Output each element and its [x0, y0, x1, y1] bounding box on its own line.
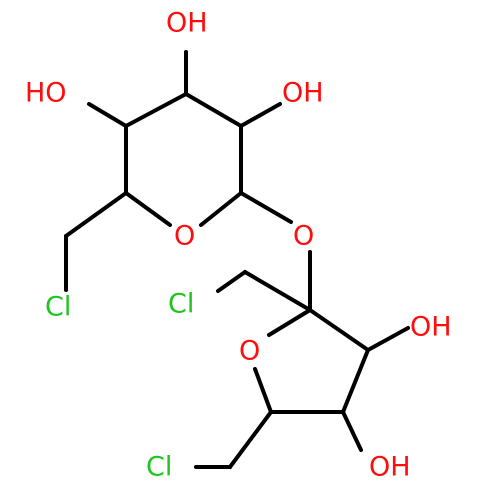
- ring-oxygen-label-lower: O: [239, 336, 260, 367]
- bond-c-top-c-right: [184, 92, 243, 128]
- bond-ring-o-quaternary-c: [267, 308, 312, 337]
- hydroxyl-label-top: OH: [166, 8, 208, 39]
- bond-c3-c4: [341, 348, 370, 414]
- hydroxyl-label-left: HO: [25, 78, 67, 109]
- bond-quaternary-c-c3: [308, 308, 370, 352]
- bond-c5-ch2: [228, 410, 273, 469]
- ring-oxygen-label-upper: O: [174, 221, 195, 252]
- bond-c-left-ho: [87, 102, 128, 128]
- bond-quaternary-c-ch2: [243, 270, 312, 312]
- bond-ring-o-c6: [124, 191, 172, 227]
- chlorine-label-left: Cl: [45, 292, 71, 323]
- pyranose-ring-bonds: [124, 92, 243, 227]
- furanose-ring-bonds: [253, 250, 370, 414]
- hydroxyl-label-right: OH: [282, 78, 324, 109]
- chlorine-label-bottom: Cl: [146, 452, 172, 483]
- pyranose-substituent-bonds: [64, 50, 293, 292]
- chlorine-label-mid: Cl: [168, 289, 194, 320]
- bond-c-anomeric-bridge-o: [239, 191, 293, 224]
- furanose-substituent-bonds: [194, 270, 410, 469]
- bond-c-anomeric-ring-o: [199, 191, 243, 227]
- bond-ch2-cl-mid: [216, 270, 247, 293]
- bond-c-right-oh: [239, 102, 282, 128]
- bond-c5-ring-o: [253, 367, 273, 414]
- bond-c6-ch2: [64, 191, 128, 238]
- hydroxyl-label-lower-right: OH: [410, 312, 452, 343]
- atom-labels: OH HO OH O O Cl Cl OH O OH Cl: [25, 8, 452, 483]
- hydroxyl-label-bottom: OH: [369, 452, 411, 483]
- bond-c3-oh: [366, 326, 410, 352]
- bridge-oxygen-label: O: [293, 221, 314, 252]
- bond-c-left-c-top: [124, 92, 188, 128]
- bond-c4-oh: [341, 410, 363, 452]
